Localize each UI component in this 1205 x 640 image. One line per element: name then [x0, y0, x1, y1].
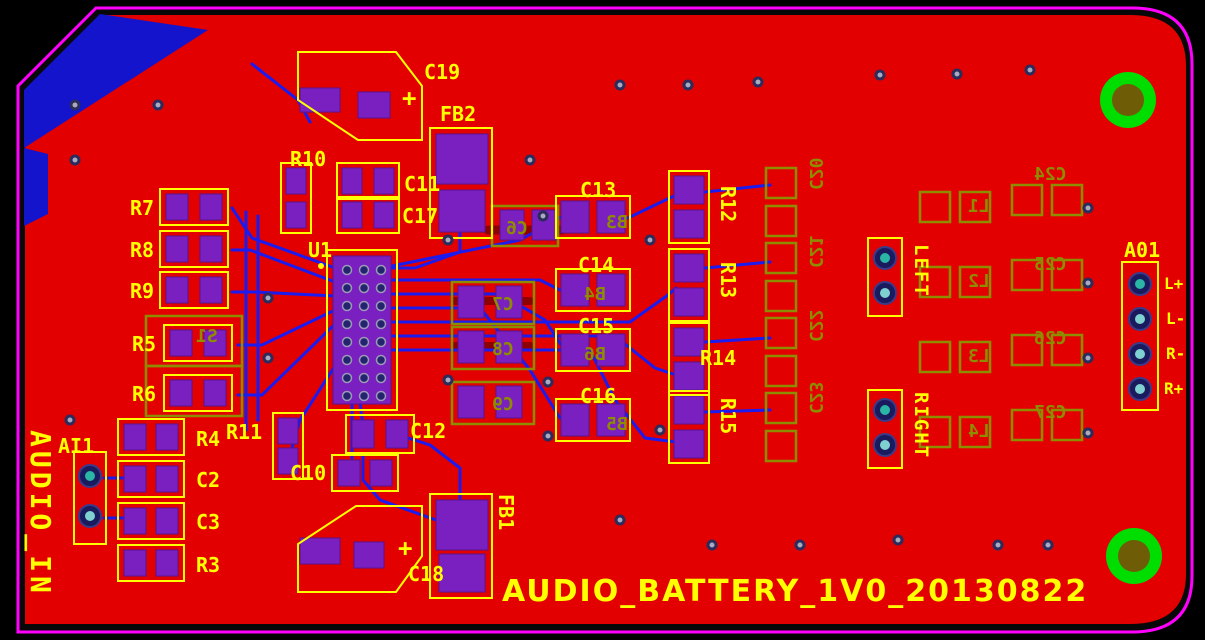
- designator-c18[interactable]: C18: [408, 562, 445, 586]
- pin-label-r-minus: R-: [1166, 344, 1186, 363]
- designator-c8-mirrored[interactable]: C8: [492, 339, 514, 360]
- designator-c26-mirrored[interactable]: C26: [1034, 328, 1067, 349]
- designator-r14[interactable]: R14: [700, 346, 737, 370]
- audio-in-label[interactable]: AUDIO_IN: [24, 430, 57, 597]
- pin-label-l-minus: L-: [1166, 309, 1186, 328]
- designator-c23-mirrored[interactable]: C23: [805, 381, 826, 414]
- designator-ai1[interactable]: AI1: [58, 434, 95, 458]
- designator-fb1[interactable]: FB1: [494, 494, 518, 531]
- right-connector-pads[interactable]: [873, 398, 897, 457]
- u1-ic-footprint[interactable]: [318, 249, 398, 411]
- designator-r7[interactable]: R7: [130, 196, 155, 220]
- designator-c2[interactable]: C2: [196, 468, 221, 492]
- designator-c11[interactable]: C11: [404, 172, 441, 196]
- designator-c16[interactable]: C16: [580, 384, 617, 408]
- designator-b4-mirrored[interactable]: B4: [584, 284, 606, 305]
- mounting-holes[interactable]: [1100, 72, 1162, 584]
- designator-r15[interactable]: R15: [716, 398, 740, 435]
- u1-pin1-marker: [318, 263, 324, 269]
- board-title[interactable]: AUDIO_BATTERY_1V0_20130822: [502, 574, 1089, 609]
- designator-r9[interactable]: R9: [130, 279, 155, 303]
- designator-s1-mirrored[interactable]: S1: [196, 326, 218, 347]
- smd-pads[interactable]: [123, 87, 705, 593]
- designator-l2-mirrored[interactable]: L2: [968, 271, 990, 292]
- a01-connector-pads[interactable]: [1128, 272, 1152, 401]
- designator-c10[interactable]: C10: [290, 461, 327, 485]
- designator-c7-mirrored[interactable]: C7: [492, 294, 514, 315]
- designator-c17[interactable]: C17: [402, 204, 439, 228]
- designator-c13[interactable]: C13: [580, 178, 617, 202]
- left-channel-label[interactable]: LEFT: [910, 244, 932, 298]
- left-connector-pads[interactable]: [873, 246, 897, 305]
- mounting-hole-bottom-right-drill: [1118, 540, 1150, 572]
- designator-c3[interactable]: C3: [196, 510, 221, 534]
- polarity-plus-c19: +: [402, 84, 417, 112]
- designator-b5-mirrored[interactable]: B5: [606, 414, 628, 435]
- bottom-pour-region: [24, 14, 208, 226]
- ai1-pads[interactable]: [78, 464, 102, 528]
- designator-r11[interactable]: R11: [226, 420, 263, 444]
- right-channel-label[interactable]: RIGHT: [910, 392, 932, 460]
- designator-c19[interactable]: C19: [424, 60, 461, 84]
- designator-l1-mirrored[interactable]: L1: [968, 196, 990, 217]
- designator-c20-mirrored[interactable]: C20: [805, 157, 826, 190]
- designator-c9-mirrored[interactable]: C9: [492, 394, 514, 415]
- designator-r8[interactable]: R8: [130, 238, 155, 262]
- through-hole-pads[interactable]: [78, 246, 1152, 528]
- designator-c27-mirrored[interactable]: C27: [1034, 402, 1067, 423]
- designator-c22-mirrored[interactable]: C22: [805, 309, 826, 342]
- designator-a01[interactable]: A01: [1124, 238, 1161, 262]
- mounting-hole-top-right-drill: [1112, 84, 1144, 116]
- designator-b6-mirrored[interactable]: B6: [584, 344, 606, 365]
- vias: [64, 64, 1094, 551]
- pin-label-l-plus: L+: [1164, 274, 1184, 293]
- designator-c12[interactable]: C12: [410, 419, 447, 443]
- designator-l3-mirrored[interactable]: L3: [968, 346, 990, 367]
- designator-c25-mirrored[interactable]: C25: [1034, 254, 1067, 275]
- designator-r6[interactable]: R6: [132, 382, 157, 406]
- designator-u1[interactable]: U1: [308, 238, 333, 262]
- designator-r13[interactable]: R13: [716, 262, 740, 299]
- designator-l4-mirrored[interactable]: L4: [968, 421, 990, 442]
- designator-c21-mirrored[interactable]: C21: [805, 235, 826, 268]
- designator-r3[interactable]: R3: [196, 553, 221, 577]
- designator-b3-mirrored[interactable]: B3: [606, 212, 628, 233]
- designator-c6-mirrored[interactable]: C6: [506, 218, 528, 239]
- top-silkscreen-outlines: [73, 51, 1159, 599]
- designator-fb2[interactable]: FB2: [440, 102, 477, 126]
- designator-r12[interactable]: R12: [716, 186, 740, 223]
- pin-label-r-plus: R+: [1164, 379, 1184, 398]
- designator-c24-mirrored[interactable]: C24: [1034, 164, 1067, 185]
- designator-c15[interactable]: C15: [578, 314, 615, 338]
- designator-r4[interactable]: R4: [196, 427, 221, 451]
- designator-r5[interactable]: R5: [132, 332, 157, 356]
- designator-c14[interactable]: C14: [578, 253, 615, 277]
- polarity-plus-c18: +: [398, 534, 413, 562]
- designator-r10[interactable]: R10: [290, 147, 327, 171]
